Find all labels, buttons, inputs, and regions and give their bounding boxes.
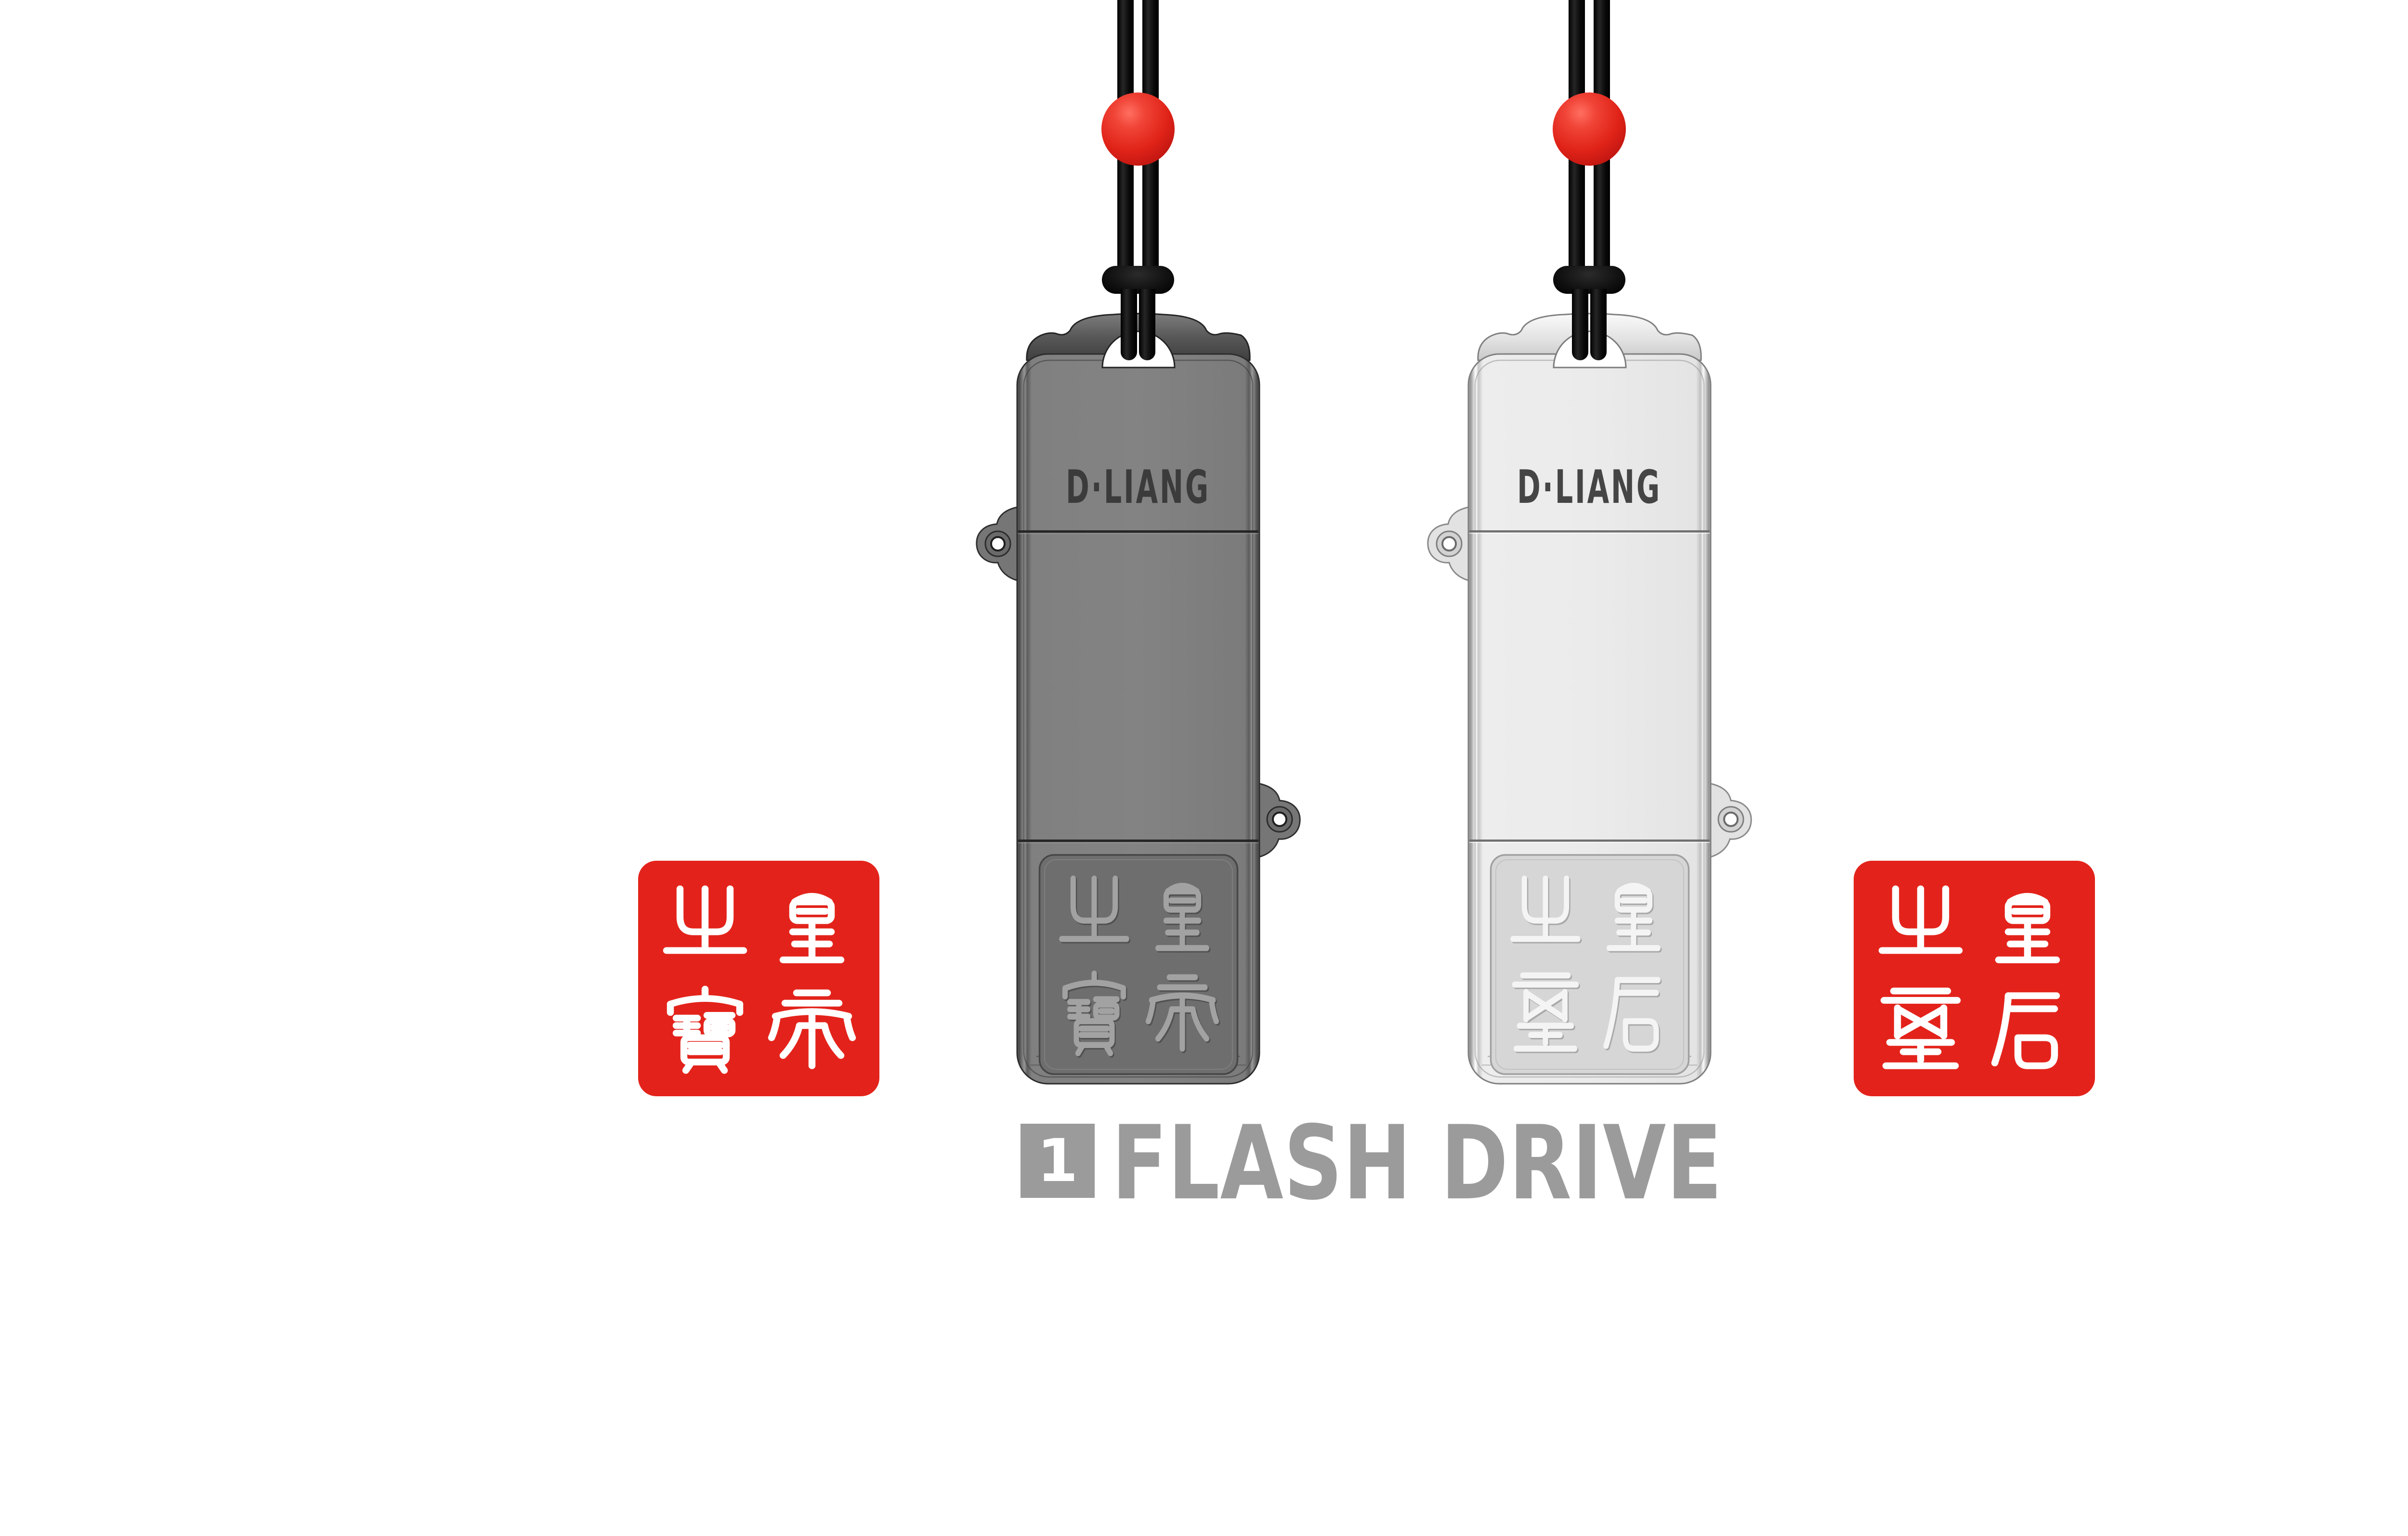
tab-left xyxy=(976,506,1018,581)
tab-right xyxy=(1710,783,1752,858)
tab-hole xyxy=(990,536,1006,551)
cord-knot xyxy=(1102,266,1174,294)
tab-left xyxy=(1427,506,1469,581)
lanyard-cord-end xyxy=(1590,289,1607,360)
caption-title: FLASH DRIVE xyxy=(1112,1103,1723,1222)
tab-hole xyxy=(1272,812,1287,827)
flash-drive-dark: D·LIANG xyxy=(976,313,1301,1085)
red-bead xyxy=(1101,92,1175,166)
lanyard-cord-end xyxy=(1139,289,1155,360)
tab-right xyxy=(1258,783,1301,858)
body-seam-highlight xyxy=(1018,842,1258,843)
empress-seal-stamp xyxy=(1854,861,2095,1096)
body-seam xyxy=(1018,840,1258,842)
red-bead xyxy=(1553,92,1626,166)
cord-knot xyxy=(1553,266,1625,294)
cap-seam xyxy=(1469,530,1710,533)
emperor-seal-stamp xyxy=(638,861,879,1096)
cap-seam xyxy=(1018,530,1258,533)
brand-logo-text: D·LIANG xyxy=(1517,460,1662,514)
engraved-seal-plate xyxy=(1038,854,1239,1075)
brand-logo-text: D·LIANG xyxy=(1066,460,1210,514)
seal-background xyxy=(1854,861,2095,1096)
number-badge: 1 xyxy=(1021,1124,1095,1198)
flash-drive-light: D·LIANG xyxy=(1427,313,1752,1085)
lanyard-cord-end xyxy=(1121,289,1137,360)
cap-seam-highlight xyxy=(1469,533,1710,534)
engraved-seal-plate xyxy=(1490,854,1690,1075)
tab-hole xyxy=(1723,812,1739,827)
tab-hole xyxy=(1441,536,1457,551)
body-seam-highlight xyxy=(1469,842,1710,843)
lanyard-cord-end xyxy=(1572,289,1588,360)
cap-seam-highlight xyxy=(1018,533,1258,534)
body-seam xyxy=(1469,840,1710,842)
badge-number: 1 xyxy=(1037,1127,1078,1195)
seal-background xyxy=(638,861,879,1096)
